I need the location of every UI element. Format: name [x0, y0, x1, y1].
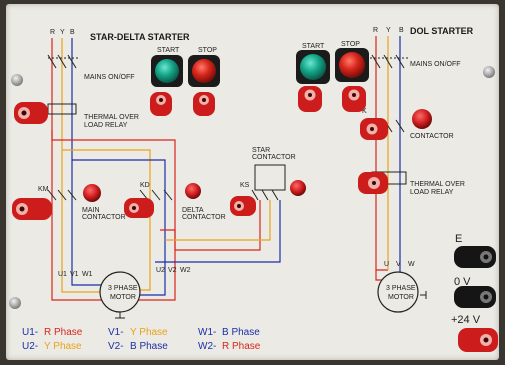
km-label: KM: [38, 186, 49, 193]
legend-phase: Y Phase: [44, 341, 82, 352]
dol-motor-symbol: 3 PHASE MOTOR: [377, 271, 427, 313]
socket-terminal[interactable]: [358, 172, 388, 194]
dol-start-button[interactable]: [296, 50, 330, 84]
dol-motor-label-2: MOTOR: [388, 294, 414, 301]
phase-legend: U1- R Phase V1- Y Phase W1- B Phase U2- …: [22, 327, 261, 352]
mains-label: MAINS ON/OFF: [84, 74, 135, 81]
dol-stop-button[interactable]: [335, 48, 369, 82]
overload-label-1: THERMAL OVER: [84, 114, 139, 121]
w-label: W: [408, 261, 415, 268]
screw-icon: [11, 74, 23, 86]
delta-contactor-label-2: CONTACTOR: [182, 214, 226, 221]
zero-v-label: 0 V: [454, 276, 471, 288]
dol-title: DOL STARTER: [410, 26, 474, 36]
star-delta-title: STAR-DELTA STARTER: [90, 32, 190, 42]
trainer-panel: [6, 4, 499, 360]
kd-label: KD: [140, 182, 150, 189]
screw-icon: [483, 66, 495, 78]
socket-terminal[interactable]: [150, 92, 172, 116]
dol-contactor-label: CONTACTOR: [410, 133, 454, 140]
socket-terminals: [12, 86, 498, 352]
stop-button[interactable]: [188, 55, 220, 87]
phase-y-label: Y: [386, 27, 391, 34]
dol-stop-label: STOP: [341, 41, 360, 48]
dol-motor-label-1: 3 PHASE: [386, 285, 416, 292]
legend-code: V2-: [108, 341, 124, 352]
w2-label: W2: [180, 267, 191, 274]
main-contactor-label-2: CONTACTOR: [82, 214, 126, 221]
delta-contactor-label-1: DELTA: [182, 207, 204, 214]
legend-code: U2-: [22, 341, 38, 352]
socket-terminal[interactable]: [458, 328, 498, 352]
star-delta-wiring: [51, 38, 281, 301]
ks-label: KS: [240, 182, 250, 189]
socket-terminal[interactable]: [124, 198, 154, 218]
phase-r-label: R: [50, 29, 55, 36]
star-contactor-label-2: CONTACTOR: [252, 154, 296, 161]
stop-label: STOP: [198, 47, 217, 54]
start-button[interactable]: [151, 55, 183, 87]
dol-start-label: START: [302, 43, 325, 50]
indicator-lamp-icon: [290, 180, 306, 196]
legend-code: U1-: [22, 327, 38, 338]
phase-y-label: Y: [60, 29, 65, 36]
v-label: V: [396, 261, 401, 268]
e-label: E: [455, 233, 462, 245]
phase-r-label: R: [373, 27, 378, 34]
motor-label-1: 3 PHASE: [108, 285, 138, 292]
u-label: U: [384, 261, 389, 268]
mains-switch-symbol: [47, 54, 286, 201]
legend-code: W1-: [198, 327, 216, 338]
indicator-lamp-icon: [83, 184, 101, 202]
screw-icon: [9, 297, 21, 309]
star-contactor-label-1: STAR: [252, 147, 270, 154]
u2-label: U2: [156, 267, 165, 274]
legend-phase: R Phase: [44, 327, 83, 338]
phase-b-label: B: [70, 29, 75, 36]
v2-label: V2: [168, 267, 177, 274]
phase-b-label: B: [399, 27, 404, 34]
socket-terminal[interactable]: [360, 118, 388, 140]
motor-label-2: MOTOR: [110, 294, 136, 301]
legend-code: W2-: [198, 341, 216, 352]
u1-label: U1: [58, 271, 67, 278]
start-label: START: [157, 47, 180, 54]
w1-label: W1: [82, 271, 93, 278]
socket-terminal[interactable]: [298, 86, 322, 112]
socket-terminal[interactable]: [230, 196, 256, 216]
socket-terminal[interactable]: [14, 102, 48, 124]
indicator-lamp-icon: [185, 183, 201, 199]
overload-label-2: LOAD RELAY: [84, 122, 128, 129]
indicator-lamp-icon: [412, 109, 432, 129]
socket-terminal-black[interactable]: [454, 286, 496, 308]
dol-mains-label: MAINS ON/OFF: [410, 61, 461, 68]
legend-code: V1-: [108, 327, 124, 338]
socket-terminal[interactable]: [12, 198, 52, 220]
plus24v-label: +24 V: [451, 314, 481, 326]
dol-overload-label-2: LOAD RELAY: [410, 189, 454, 196]
socket-terminal[interactable]: [342, 86, 366, 112]
v1-label: V1: [70, 271, 79, 278]
main-contactor-label-1: MAIN: [82, 207, 100, 214]
socket-terminal-black[interactable]: [454, 246, 496, 268]
dol-wiring: [375, 36, 401, 281]
legend-phase: Y Phase: [130, 327, 168, 338]
legend-phase: B Phase: [222, 327, 260, 338]
k-label: K: [362, 108, 367, 115]
dol-overload-label-1: THERMAL OVER: [410, 181, 465, 188]
legend-phase: R Phase: [222, 341, 261, 352]
legend-phase: B Phase: [130, 341, 168, 352]
socket-terminal[interactable]: [193, 92, 215, 116]
motor-symbol: 3 PHASE MOTOR: [99, 271, 141, 319]
